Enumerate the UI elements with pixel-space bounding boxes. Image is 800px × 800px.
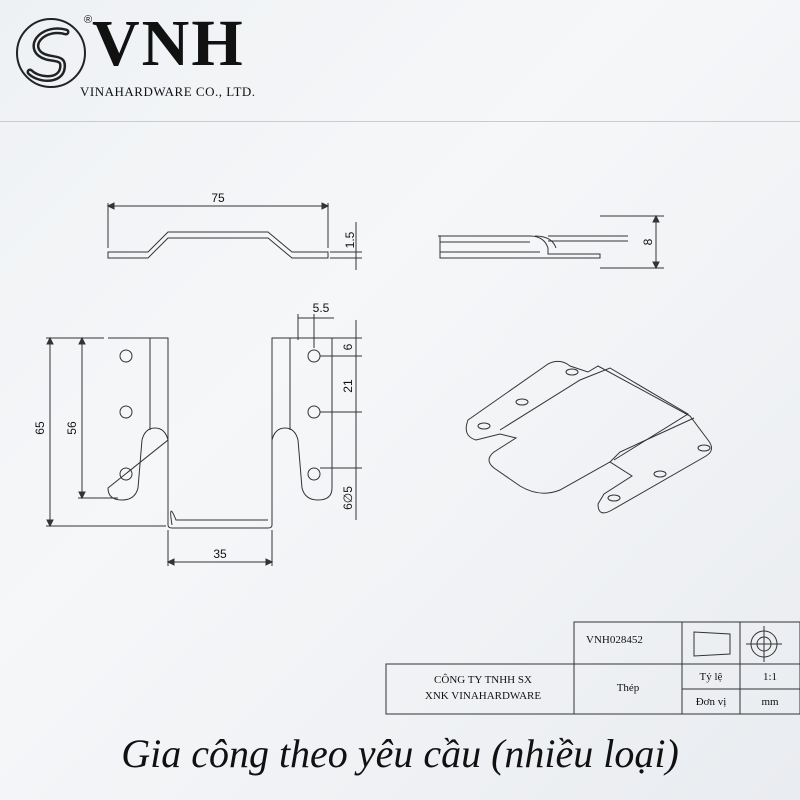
dim-hole-dia: 6∅5 (341, 486, 355, 510)
scale-value: 1:1 (762, 671, 778, 683)
dim-top-hole: 6 (341, 343, 355, 350)
scale-label: Tỷ lệ (699, 671, 723, 683)
dim-hole-spacing: 5.5 (313, 301, 330, 315)
caption-text: Gia công theo yêu cầu (nhiều loại) (121, 731, 679, 776)
title-block (385, 621, 800, 715)
plan-view (46, 314, 362, 566)
dim-side-height: 8 (641, 238, 655, 245)
company-name: VINAHARDWARE CO., LTD. (80, 84, 256, 99)
side-view (438, 214, 664, 270)
isometric-view (465, 360, 712, 514)
dim-hole-pitch: 21 (341, 379, 355, 393)
dim-slot-width: 35 (213, 547, 227, 561)
material-label: Thép (616, 682, 640, 694)
company-line-1: CÔNG TY TNHH SX (434, 674, 532, 686)
company-line-2: XNK VINAHARDWARE (424, 690, 542, 702)
registered-mark: ® (84, 14, 93, 26)
dim-total-height: 65 (33, 421, 47, 435)
unit-value: mm (761, 696, 779, 708)
unit-label: Đơn vị (695, 696, 727, 708)
dim-inner-height: 56 (65, 421, 79, 435)
front-profile-view (106, 202, 362, 270)
part-code: VNH028452 (586, 634, 643, 646)
header-divider (0, 121, 800, 122)
dim-top-width: 75 (211, 191, 225, 205)
projection-frustum-icon (693, 631, 731, 657)
vnh-swirl-logo-icon (16, 18, 86, 88)
brand-logo-text: VNH (92, 7, 245, 80)
dim-top-thickness: 1.5 (343, 231, 357, 248)
